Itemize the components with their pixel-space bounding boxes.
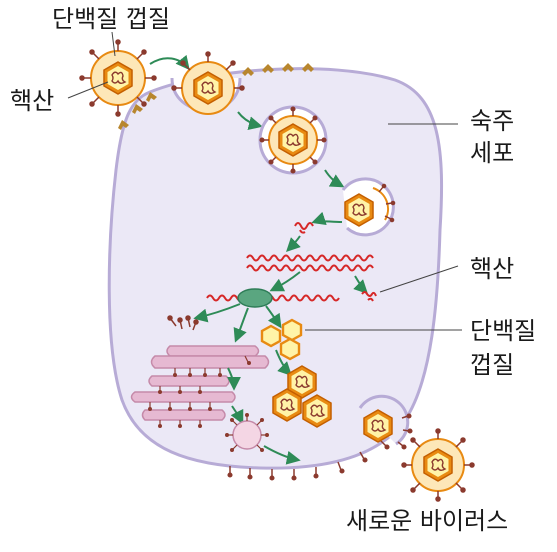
label-capsid-top: 단백질 껍질 xyxy=(52,5,171,33)
label-host-line1: 숙주 xyxy=(470,107,515,135)
new-virus xyxy=(401,428,475,502)
label-capsid-right-line1: 단백질 xyxy=(470,317,537,345)
er-spikes xyxy=(148,355,252,429)
ribosome xyxy=(237,288,273,308)
spike-proteins xyxy=(167,315,199,331)
uncoating-virus xyxy=(341,177,396,237)
budding-virus xyxy=(358,394,413,450)
rna-strands xyxy=(206,254,374,302)
virus-outside xyxy=(79,39,157,117)
endoplasmic-reticulum xyxy=(130,345,270,421)
membrane-receptors xyxy=(118,63,314,130)
virus-entering xyxy=(171,51,245,115)
virus-in-vesicle xyxy=(258,105,328,175)
leader-lines xyxy=(67,31,462,331)
label-nucleic-acid-top: 핵산 xyxy=(10,87,55,115)
transport-vesicle xyxy=(225,413,270,453)
label-nucleic-acid-right: 핵산 xyxy=(470,255,515,283)
label-new-virus: 새로운 바이러스 xyxy=(346,507,509,535)
label-capsid-right-line2: 껍질 xyxy=(470,351,515,379)
label-host-line2: 세포 xyxy=(470,139,515,167)
